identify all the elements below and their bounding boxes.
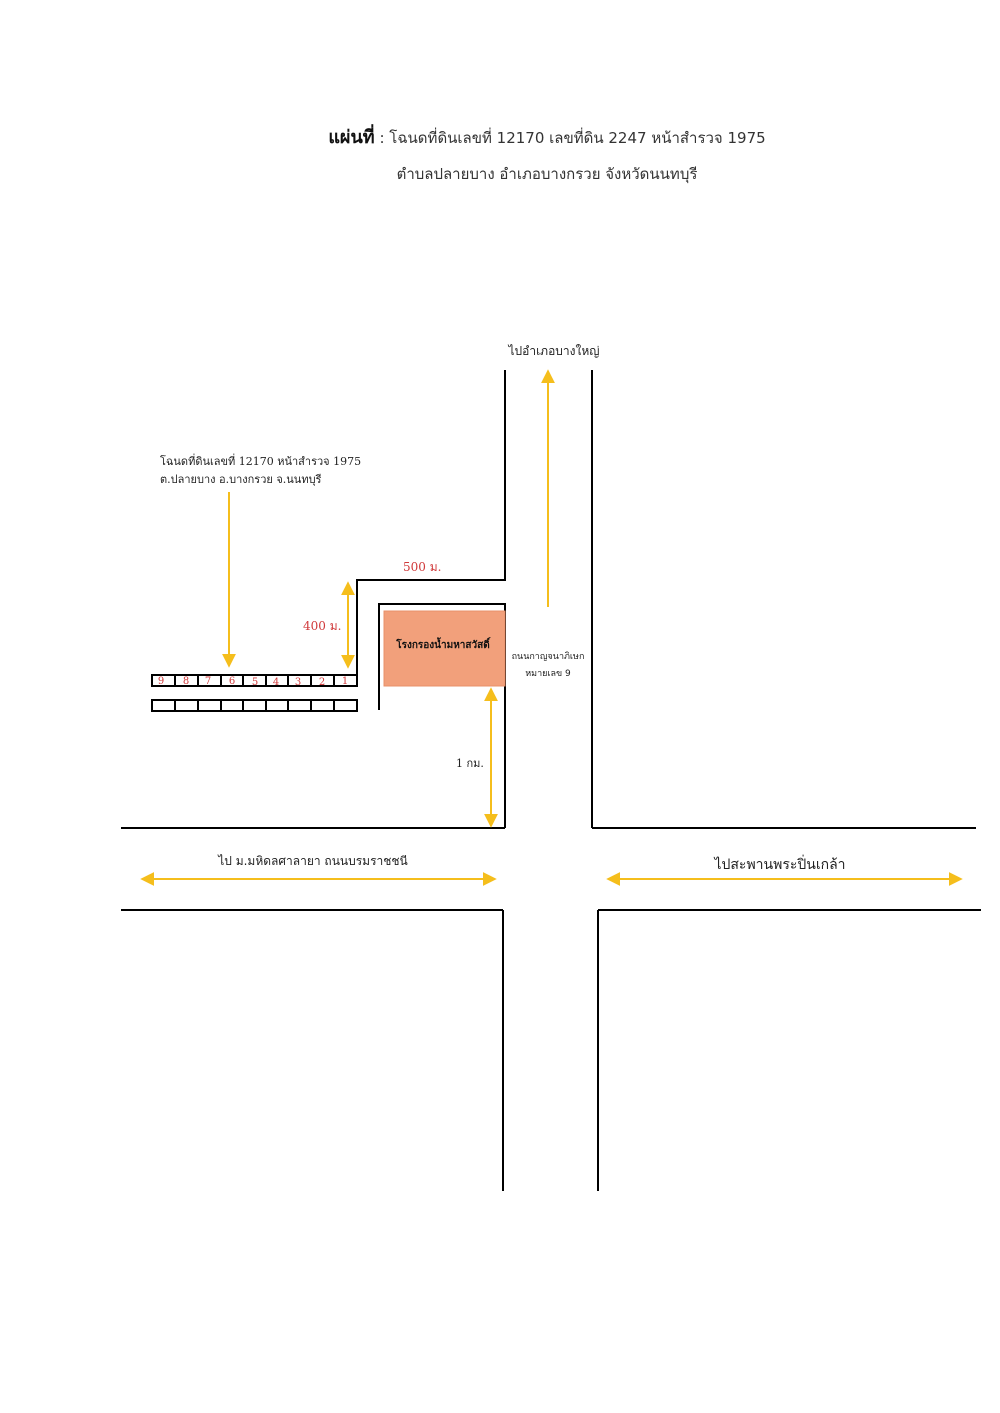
north-road-west-edge [356,370,506,675]
landmark-label: โรงกรองน้ำมหาสวัสดิ์ [395,637,491,651]
plot-number-6: 6 [229,676,235,687]
plot-cell [333,674,358,687]
plot-cell [287,699,312,712]
header-location-text: ตำบลปลายบาง อำเภอบางกรวย จังหวัดนนทบุรี [396,165,698,183]
soi-entrance-edge [378,603,506,828]
plot-cell [151,699,176,712]
header-label: แผ่นที่ [328,127,375,148]
plot-cell [333,699,358,712]
plot-cell [174,699,199,712]
road-lines [121,370,981,1191]
plot-cell [220,699,244,712]
header-title: แผ่นที่ : โฉนดที่ดินเลขที่ 12170 เลขที่ด… [0,122,1000,151]
header-separator: : [379,129,385,147]
road-name-line2: หมายเลข 9 [525,669,571,679]
plot-cell [197,699,222,712]
plot-cell [310,699,335,712]
header-location: ตำบลปลายบาง อำเภอบางกรวย จังหวัดนนทบุรี [0,162,1000,186]
north-destination-label: ไปอำเภอบางใหญ่ [507,344,599,358]
landmark-water-plant [383,610,506,687]
plot-number-1: 1 [342,676,348,687]
plot-cell [242,699,267,712]
direction-arrows [140,369,963,886]
plot-number-7: 7 [205,676,211,687]
west-destination-label: ไป ม.มหิดลศาลายา ถนนบรมราชชนี [217,854,408,868]
plot-row-blank [151,699,358,712]
road-name-line1: ถนนกาญจนาภิเษก [512,651,585,662]
plot-number-9: 9 [158,676,164,687]
plot-cell [265,699,289,712]
distance-400-label: 400 ม. [303,619,341,633]
plot-row-numbered [151,674,358,687]
plot-number-5: 5 [252,677,258,688]
east-destination-label: ไปสะพานพระปิ่นเกล้า [713,855,845,873]
distance-1km-label: 1 กม. [456,757,484,770]
plot-number-2: 2 [319,677,325,688]
plot-numbers: 9 8 7 6 5 4 3 2 1 [158,676,348,688]
parcel-note-line1: โฉนดที่ดินเลขที่ 12170 หน้าสำรวจ 1975 [160,453,361,468]
plot-number-8: 8 [183,676,189,687]
plot-number-3: 3 [295,677,301,688]
plot-number-4: 4 [273,677,279,688]
parcel-note-line2: ต.ปลายบาง อ.บางกรวย จ.นนทบุรี [160,473,322,486]
header-deed-info: โฉนดที่ดินเลขที่ 12170 เลขที่ดิน 2247 หน… [389,129,766,147]
distance-500-label: 500 ม. [403,560,441,574]
